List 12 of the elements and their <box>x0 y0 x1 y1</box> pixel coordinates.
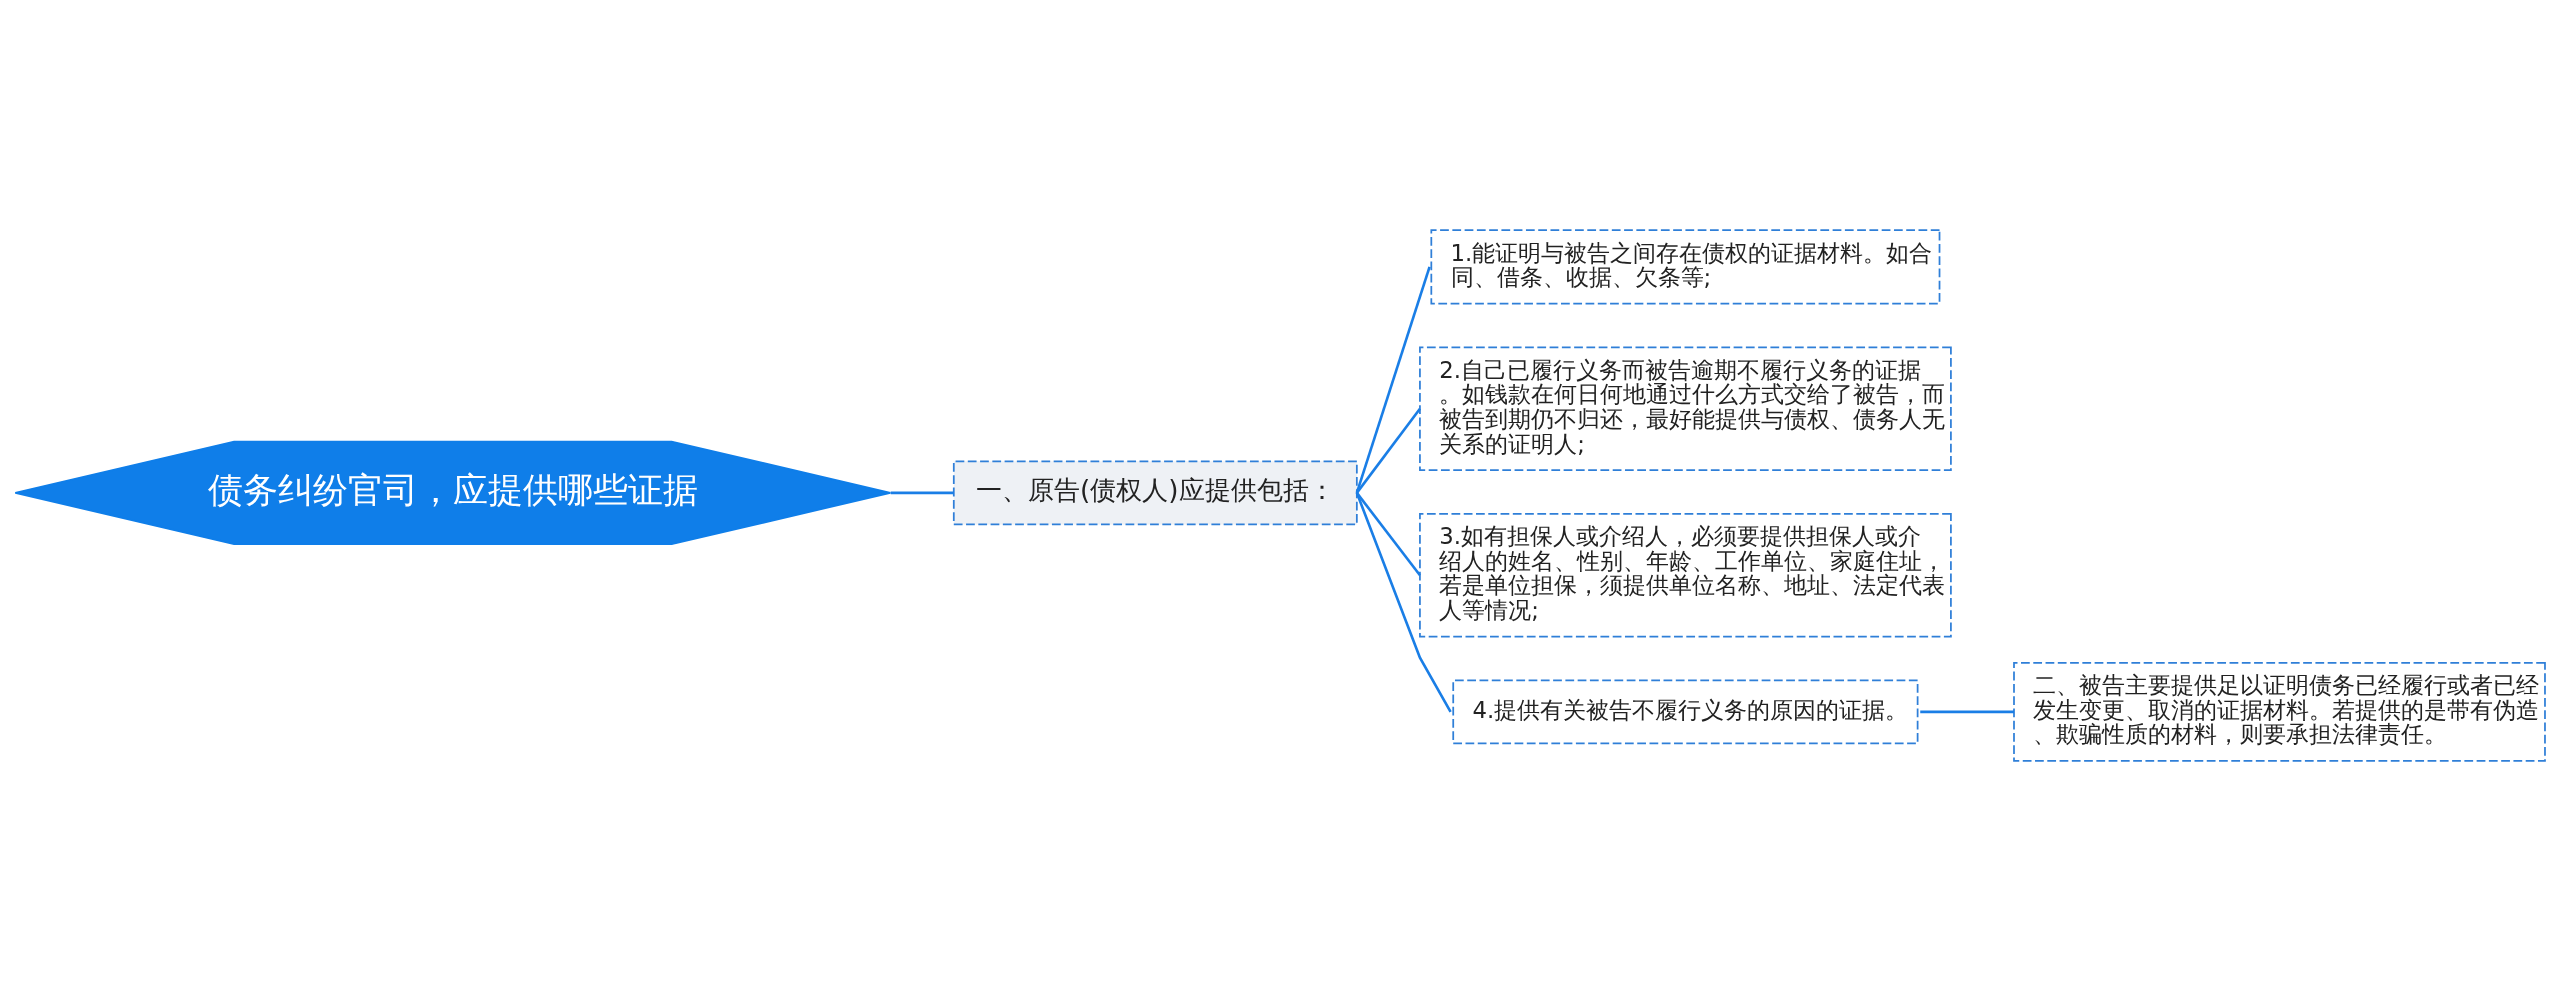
connector <box>1355 492 1452 713</box>
connector <box>1355 266 1431 494</box>
node-box: 4.提供有关被告不履行义务的原因的证据。 <box>1452 679 1919 745</box>
node-box: 2.自己已履行义务而被告逾期不履行义务的证据。如钱款在何日何地通过什么方式交给了被告，而被告到期仍不归还，最好能提供与债权、债务人无关系的证明人; <box>1419 346 1952 471</box>
connector <box>1355 492 1421 577</box>
node-box: 一、原告(债权人)应提供包括： <box>952 460 1358 526</box>
connector <box>1920 710 2014 714</box>
node-box: 3.如有担保人或介绍人，必须要提供担保人或介绍人的姓名、性别、年龄、工作单位、家庭住址，若是单位担保，须提供单位名称、地址、法定代表人等情况; <box>1419 513 1952 638</box>
node-box: 二、被告主要提供足以证明债务已经履行或者已经发生变更、取消的证据材料。若提供的是带有伪造、欺骗性质的材料，则要承担法律责任。 <box>2013 662 2546 762</box>
connector <box>890 491 954 495</box>
node-box: 1.能证明与被告之间存在债权的证据材料。如合同、借条、收据、欠条等; <box>1430 229 1941 305</box>
connector <box>1355 407 1421 494</box>
